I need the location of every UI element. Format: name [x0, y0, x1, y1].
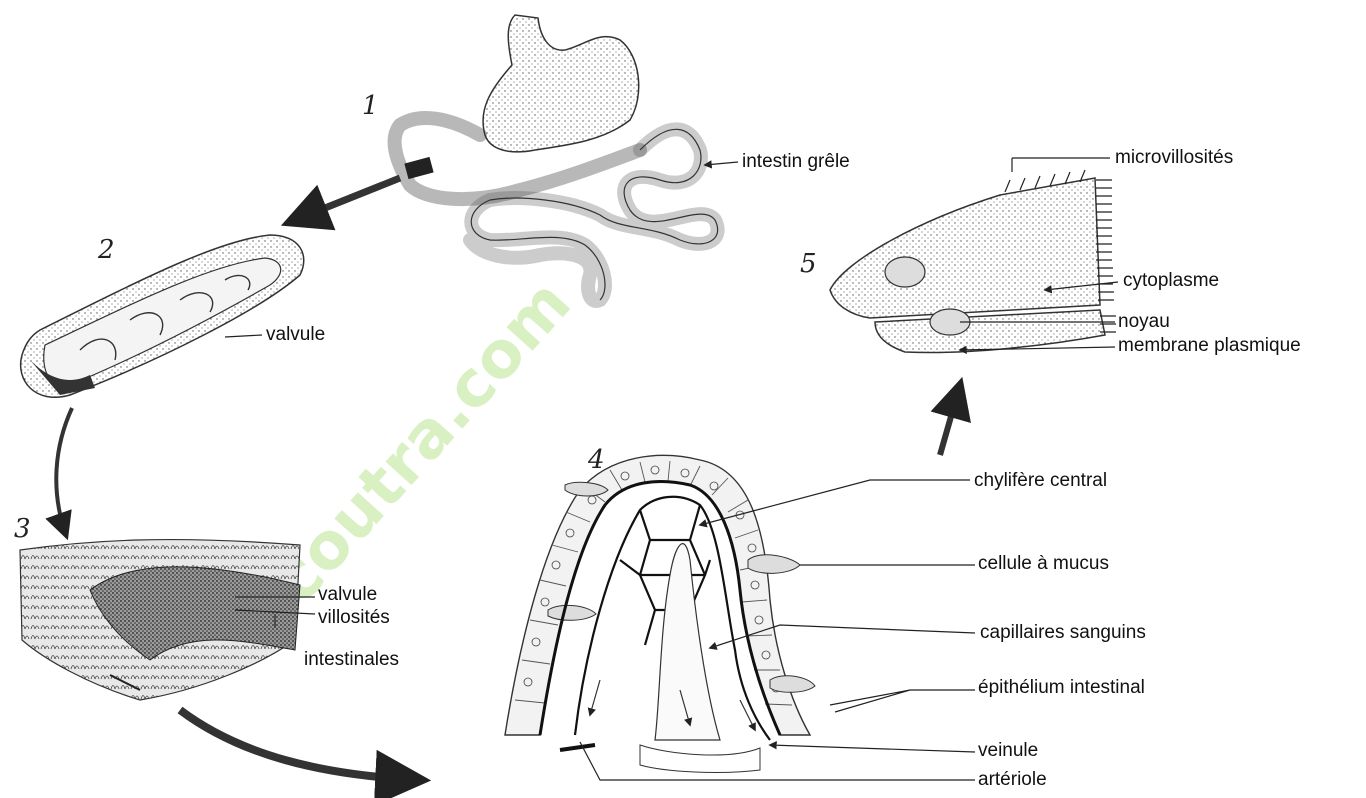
stage-number-5: 5	[800, 250, 817, 278]
arrow-4-to-5	[940, 385, 960, 455]
label-intestin-grele: intestin grêle	[742, 151, 850, 173]
label-noyau: noyau	[1118, 311, 1170, 333]
label-valvule-2: valvule	[266, 324, 325, 346]
stage-1-stomach-intestine	[395, 15, 718, 301]
central-lacteal	[655, 544, 720, 740]
cell-upper	[830, 178, 1100, 318]
label-microvillosites: microvillosités	[1115, 147, 1233, 169]
label-cytoplasme: cytoplasme	[1123, 270, 1219, 292]
label-intestinales: intestinales	[304, 649, 399, 671]
mucus-cell	[748, 555, 800, 574]
label-villosites: villosités	[318, 607, 390, 629]
arrow-1-to-2	[290, 178, 400, 222]
nucleus-upper	[885, 257, 925, 287]
stage-3-mucosa	[20, 540, 300, 700]
intestine-section-marker	[404, 157, 433, 179]
label-membrane-plasmique: membrane plasmique	[1118, 335, 1301, 357]
arrow-3-to-4	[180, 710, 420, 780]
stage-4-villus	[505, 455, 815, 772]
label-capillaires-sanguins: capillaires sanguins	[980, 622, 1146, 644]
stage-2-intestine-segment	[21, 235, 304, 397]
stage-number-3: 3	[14, 515, 31, 543]
label-valvule-3: valvule	[318, 584, 377, 606]
label-epithelium-intestinal: épithélium intestinal	[978, 677, 1145, 699]
label-cellule-mucus: cellule à mucus	[978, 553, 1109, 575]
stomach	[483, 15, 639, 152]
stage-number-4: 4	[588, 446, 605, 474]
label-arteriole: artériole	[978, 769, 1047, 791]
stage-number-2: 2	[98, 236, 115, 264]
arrow-2-to-3	[56, 408, 72, 535]
stage-5-enterocytes	[830, 170, 1116, 353]
stage-number-1: 1	[362, 92, 379, 120]
label-veinule: veinule	[978, 740, 1038, 762]
label-chylifere-central: chylifère central	[974, 470, 1107, 492]
small-intestine	[470, 129, 718, 301]
